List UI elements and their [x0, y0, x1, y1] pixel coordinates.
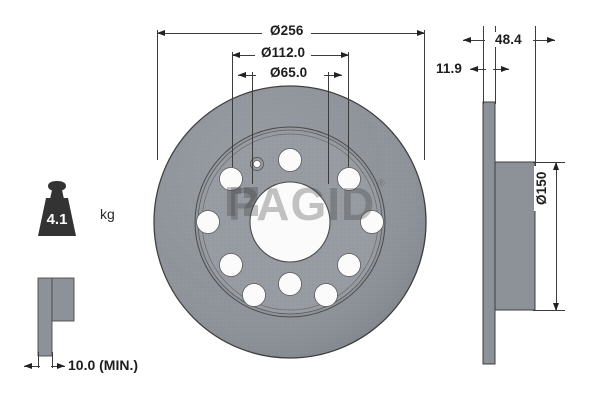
- bolt-hole: [219, 167, 243, 191]
- bolt-hole: [360, 210, 384, 234]
- dim-line-bore-right: [324, 75, 342, 76]
- arrow-od-left: [157, 29, 165, 36]
- friction-ring-inner-edge: [194, 126, 386, 318]
- bolt-hole: [242, 283, 266, 307]
- ext-line-width-right: [535, 26, 536, 166]
- ext-line-width-left: [483, 26, 484, 104]
- bolt-hole: [278, 148, 302, 172]
- bolt-hole: [337, 167, 361, 191]
- ext-line-od-right: [424, 30, 425, 160]
- bolt-hole: [278, 272, 302, 296]
- arrow-hub-bottom: [552, 303, 559, 311]
- arrow-width-right: [547, 36, 555, 43]
- hub-block-section: [494, 161, 536, 311]
- dim-label-center-bore: Ø65.0: [265, 65, 313, 80]
- arrow-hub-top: [552, 162, 559, 170]
- arrow-bcd-right: [341, 51, 349, 58]
- weight-indicator: 4.1 kg: [26, 180, 136, 242]
- center-bore: [249, 181, 331, 263]
- ext-line-hub-top: [533, 162, 565, 163]
- ext-line-min-left: [38, 352, 39, 368]
- ext-line-min-right: [52, 352, 53, 368]
- arrow-bore-right: [334, 71, 342, 78]
- bolt-hole: [314, 283, 338, 307]
- bolt-hole: [337, 253, 361, 277]
- ext-line-thickness-right: [495, 26, 496, 104]
- arrow-od-right: [417, 29, 425, 36]
- weight-unit: kg: [100, 206, 115, 222]
- brand-logo-mark: [227, 187, 258, 216]
- arrow-min-left: [24, 362, 32, 369]
- min-thickness-horizontal-leg: [51, 277, 75, 322]
- min-thickness-profile: [37, 277, 75, 357]
- arrow-thickness-left: [470, 65, 478, 72]
- bolt-hole: [196, 210, 220, 234]
- dim-label-outer-diameter: Ø256: [262, 23, 312, 38]
- arrow-bore-left: [238, 71, 246, 78]
- ext-line-bore-right: [328, 72, 329, 184]
- dim-label-bolt-circle: Ø112.0: [255, 45, 312, 60]
- weight-value: 4.1: [46, 211, 68, 228]
- arrow-thickness-right: [501, 65, 509, 72]
- dim-label-overall-width: 48.4: [490, 32, 527, 47]
- dim-line-hub-diameter: [556, 162, 557, 311]
- dim-line-width-right: [533, 40, 555, 41]
- dim-line-thickness-left: [470, 69, 486, 70]
- dim-label-hub-diameter: Ø150: [534, 165, 549, 211]
- ext-line-bcd-right: [348, 52, 349, 167]
- bolt-hole-group: [196, 148, 384, 307]
- registered-mark: ®: [378, 178, 385, 188]
- ext-line-bcd-left: [232, 52, 233, 167]
- min-thickness-vertical-leg: [37, 277, 53, 357]
- dim-label-min-thickness: 10.0 (MIN.): [68, 357, 139, 373]
- arrow-width-left: [463, 36, 471, 43]
- arrow-bcd-left: [232, 51, 240, 58]
- arrow-min-right: [57, 362, 65, 369]
- brake-disc-front-view: [153, 85, 427, 359]
- disc-plate-section: [482, 101, 496, 365]
- dim-label-disc-thickness: 11.9: [433, 61, 465, 76]
- brake-disc-side-view: [482, 101, 536, 365]
- locator-pin-hole: [250, 157, 264, 171]
- ext-line-hub-bottom: [533, 310, 565, 311]
- brand-watermark: PAGID: [228, 178, 376, 230]
- weight-icon: [38, 181, 76, 236]
- dim-line-width-left: [463, 40, 485, 41]
- dim-line-bore-left: [238, 75, 256, 76]
- dim-line-min-left: [24, 366, 40, 367]
- bolt-hole: [219, 253, 243, 277]
- ext-line-bore-left: [252, 72, 253, 184]
- ext-line-od-left: [157, 30, 158, 160]
